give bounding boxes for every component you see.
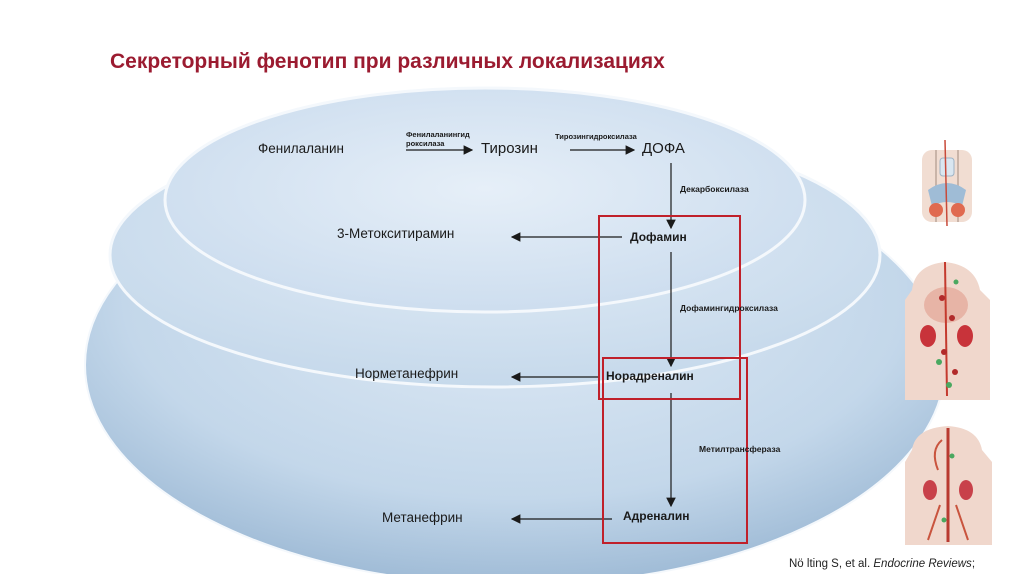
label-methoxytyramine: 3-Метокситирамин <box>337 226 455 241</box>
enzyme-label-dbh: Дофамингидроксилаза <box>680 303 778 313</box>
citation-authors: Nö lting S, et al. <box>789 558 874 570</box>
inner-layer-ellipse <box>163 86 807 314</box>
enzyme-label-pah-line2: роксилаза <box>406 139 445 148</box>
enzyme-label-th: Тирозингидроксилаза <box>555 132 637 141</box>
citation-tail: ; <box>971 558 976 570</box>
enzyme-label-pah-line1: Фенилаланингид <box>406 130 470 139</box>
highlight-box-dopamine-noradrenaline <box>598 215 741 400</box>
label-noradrenaline: Норадреналин <box>606 369 694 383</box>
label-dopamine: Дофамин <box>630 230 687 244</box>
torso-adrenal-anatomy-icon <box>905 261 990 400</box>
slide-title: Секреторный фенотип при различных локали… <box>110 50 665 73</box>
label-adrenaline: Адреналин <box>623 509 690 523</box>
head-neck-anatomy-icon <box>922 139 972 227</box>
label-normetanephrine: Норметанефрин <box>355 366 459 381</box>
highlight-box-noradrenaline-adrenaline <box>602 357 748 544</box>
label-metanephrine: Метанефрин <box>382 510 463 525</box>
label-phenylalanine: Фенилаланин <box>258 141 344 156</box>
label-tyrosine: Тирозин <box>481 140 538 157</box>
torso-paraganglia-anatomy-icon <box>905 426 992 545</box>
citation: Nö lting S, et al. Endocrine Reviews; <box>789 558 975 570</box>
label-dopa: ДОФА <box>642 140 685 157</box>
enzyme-label-ddc: Декарбоксилаза <box>680 184 749 194</box>
citation-journal: Endocrine Reviews <box>873 558 972 570</box>
enzyme-label-pnmt: Метилтрансфераза <box>699 444 781 454</box>
enzyme-label-pah: Фенилаланингид роксилаза <box>406 130 470 148</box>
